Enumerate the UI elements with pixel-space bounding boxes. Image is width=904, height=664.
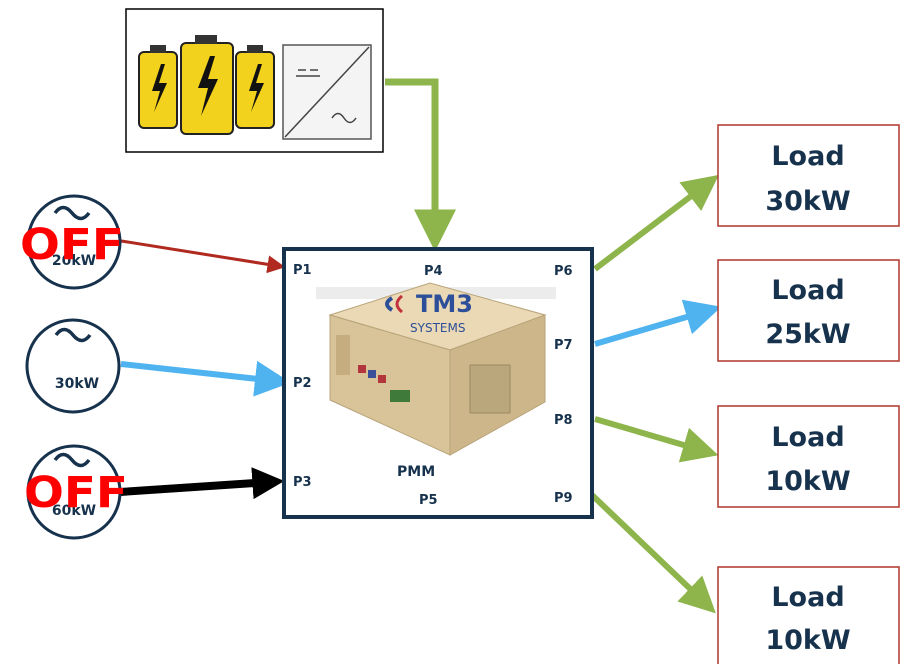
battery-inverter-box bbox=[125, 8, 384, 153]
load-4-arrow bbox=[589, 492, 716, 614]
port-p6: P6 bbox=[554, 264, 573, 279]
load-2-value: 25kW bbox=[765, 319, 850, 350]
load-3-title: Load bbox=[771, 422, 844, 453]
port-p3: P3 bbox=[293, 475, 312, 490]
load-3-arrow bbox=[594, 416, 719, 463]
load-2-title: Load bbox=[771, 275, 844, 306]
load-1-arrow bbox=[593, 174, 719, 272]
source-60kw: 60kW OFF bbox=[24, 444, 128, 540]
load-1-value: 30kW bbox=[765, 186, 850, 217]
port-p5: P5 bbox=[419, 493, 438, 508]
load-4-value: 10kW bbox=[765, 625, 850, 656]
source-2-power: 30kW bbox=[55, 376, 99, 392]
ac-wave-icon bbox=[53, 452, 91, 468]
load-2-arrow bbox=[594, 299, 722, 347]
pmm-brand: TM3 bbox=[416, 290, 473, 318]
source-3-status: OFF bbox=[24, 468, 128, 518]
load-1-title: Load bbox=[771, 141, 844, 172]
source-3-power: 60kW bbox=[52, 503, 96, 519]
port-p1: P1 bbox=[293, 263, 312, 278]
source-1-status: OFF bbox=[20, 220, 124, 270]
port-p9: P9 bbox=[554, 491, 573, 506]
load-box-1: Load 30kW bbox=[717, 124, 900, 227]
inverter-icon bbox=[282, 44, 372, 140]
battery-to-pmm-arrow bbox=[385, 78, 456, 252]
port-p8: P8 bbox=[554, 413, 573, 428]
load-box-3: Load 10kW bbox=[717, 405, 900, 508]
battery-icon bbox=[138, 35, 275, 135]
source-1-arrow bbox=[114, 238, 286, 274]
pmm-device-image: TM3 SYSTEMS bbox=[328, 282, 547, 456]
pmm-label: PMM bbox=[397, 464, 435, 480]
pmm-box: TM3 SYSTEMS P1 P2 P3 P4 PMM P5 P6 P7 P8 … bbox=[282, 247, 594, 519]
source-20kw: 20kW OFF bbox=[20, 194, 124, 290]
source-1-power: 20kW bbox=[52, 253, 96, 269]
port-p4: P4 bbox=[424, 264, 443, 279]
pmm-brand-sub: SYSTEMS bbox=[410, 321, 465, 335]
load-box-4: Load 10kW bbox=[717, 566, 900, 664]
port-p2: P2 bbox=[293, 376, 312, 391]
source-3-arrow bbox=[119, 467, 285, 500]
load-box-2: Load 25kW bbox=[717, 259, 900, 362]
arrows bbox=[114, 78, 722, 614]
load-3-value: 10kW bbox=[765, 466, 850, 497]
port-p7: P7 bbox=[554, 338, 573, 353]
load-4-title: Load bbox=[771, 582, 844, 613]
source-30kw: 30kW bbox=[25, 318, 121, 414]
ac-wave-icon bbox=[54, 327, 92, 343]
source-2-arrow bbox=[120, 360, 291, 397]
ac-wave-icon bbox=[53, 205, 91, 221]
